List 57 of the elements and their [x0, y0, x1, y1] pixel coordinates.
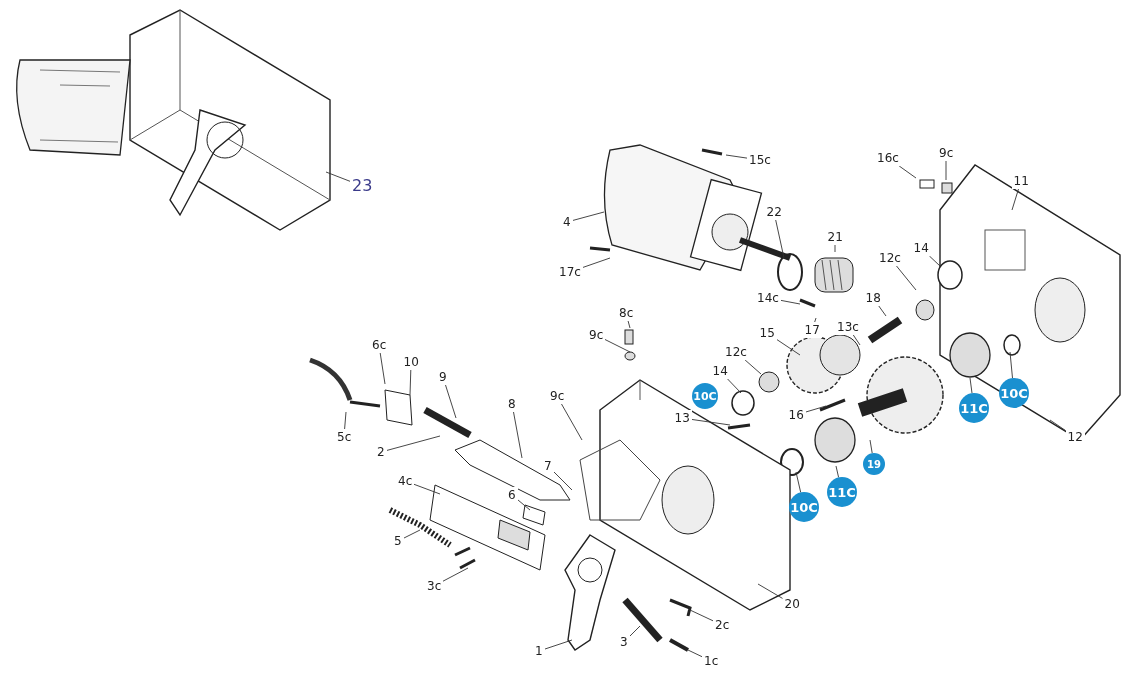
leader-line: [928, 255, 941, 267]
leader-line: [517, 499, 531, 511]
leader-line: [727, 378, 742, 394]
leader-line: [1009, 351, 1013, 379]
callout-number: 13c: [835, 319, 861, 335]
leader-line: [814, 317, 817, 323]
leader-line: [572, 211, 605, 221]
leader-line: [878, 305, 887, 317]
leader-line: [725, 154, 748, 159]
callout-number: 17: [802, 322, 822, 338]
leader-line: [413, 483, 441, 495]
leader-line: [795, 471, 802, 493]
leader-line: [805, 405, 827, 413]
callout-number: 11: [1011, 173, 1031, 189]
leader-line: [687, 649, 703, 658]
leader-line: [969, 377, 973, 394]
leader-line: [582, 257, 611, 268]
leader-line: [898, 165, 917, 179]
leader-line: [627, 320, 631, 329]
leader-line: [561, 403, 583, 441]
leader-line: [834, 244, 836, 253]
leader-line: [757, 583, 783, 599]
callout-number: 12c: [723, 344, 749, 360]
leader-line: [325, 171, 351, 182]
leader-line: [513, 411, 523, 459]
callout-number: 10C: [789, 492, 819, 522]
leader-line: [344, 411, 347, 430]
leader-line: [776, 338, 801, 356]
leader-line: [689, 609, 714, 622]
callout-number: 15: [757, 325, 777, 341]
leader-line: [403, 529, 421, 539]
leader-line: [835, 465, 840, 478]
leader-line: [775, 219, 785, 259]
leader-line: [553, 471, 573, 491]
leader-line: [869, 439, 873, 454]
leader-line: [409, 369, 412, 396]
leader-line: [445, 384, 457, 419]
callout-number: 23: [350, 178, 375, 194]
leader-line: [945, 160, 947, 181]
leader-line: [544, 639, 573, 650]
leader-line: [852, 334, 861, 346]
leader-line: [379, 352, 386, 385]
leader-line: [442, 567, 469, 582]
leader-line: [780, 299, 801, 305]
leader-line: [1011, 188, 1019, 211]
leader-line: [744, 359, 762, 375]
leader-line: [691, 418, 731, 426]
leader-line: [896, 265, 917, 291]
callout-number: 19: [863, 453, 885, 475]
callout-number: 11C: [827, 477, 857, 507]
callout-number: 16c: [875, 150, 901, 166]
leader-line: [604, 339, 631, 353]
callout-number: 10C: [692, 383, 718, 409]
leader-line: [386, 435, 441, 451]
callout-number: 11C: [959, 393, 989, 423]
callout-number: 14: [911, 240, 931, 256]
leader-line: [1049, 419, 1066, 431]
